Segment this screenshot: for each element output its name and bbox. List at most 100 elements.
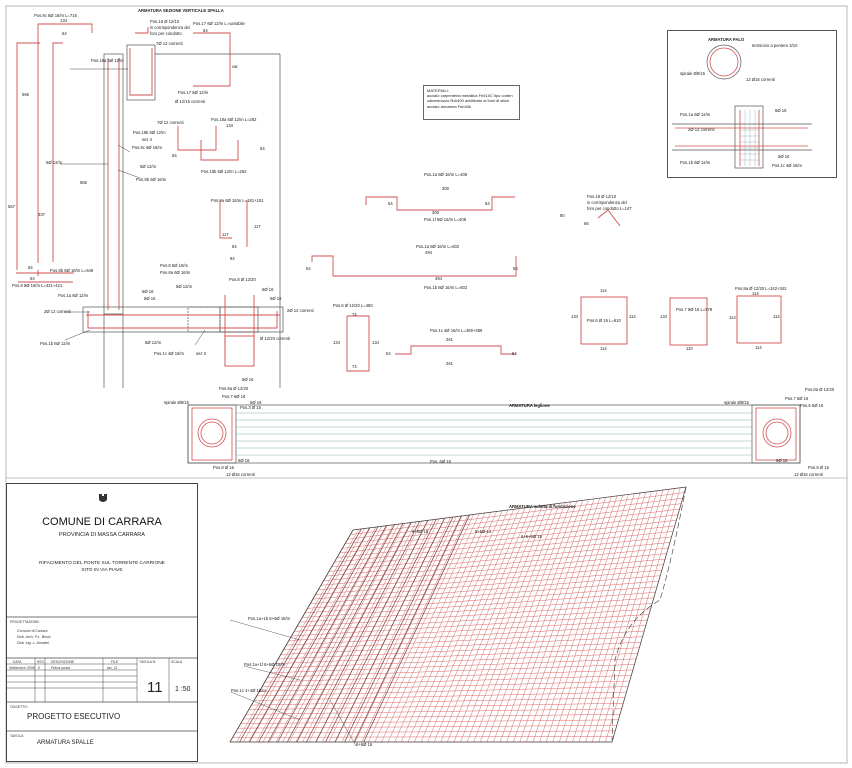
bar-label: Pos.3 Ø 16 (240, 405, 261, 410)
dimension-label: 54 (485, 201, 490, 206)
section-title-leglione: ARMATURA leglione (509, 403, 550, 408)
bar-label: Pos.5 Ø 12/20 L=480 (333, 303, 373, 308)
bar-label: Pos.8 Ø 16 (808, 465, 829, 470)
bar-label: Pos.9 6Ø 16/m L=421+421 (12, 283, 63, 288)
dimension-label: 114 (600, 346, 607, 351)
rebar-line (506, 498, 595, 743)
provincia-title: PROVINCIA DI MASSA CARRARA (59, 532, 145, 538)
rebar-line (592, 489, 670, 743)
dimension-label: 134 (660, 314, 667, 319)
rebar-line (249, 527, 371, 743)
dimension-label: 114 (629, 314, 636, 319)
bar-label: Pos.18b 6Ø 12/m L=262 (201, 169, 247, 174)
rebar-line (559, 492, 641, 743)
dimension-label: 110 (686, 346, 693, 351)
dimension-label: 300 (442, 186, 449, 191)
bar-label: 12 Ø16 correnti (226, 472, 255, 477)
bar-label: Pos.8a 6Ø 16/m (160, 270, 191, 275)
rebar-line (325, 519, 437, 743)
bar-label: Pos.1a 6Ø 12/m (58, 293, 89, 298)
rebar-line (363, 514, 470, 743)
rebar-line (242, 528, 365, 743)
dimension-label: 494 (425, 250, 432, 255)
bar-label: Pos.7 6Ø 16 (785, 396, 809, 401)
dimension-label: 66 (584, 221, 589, 226)
section-title-palo: ARMATURA PALO (708, 37, 745, 42)
rebar-line (407, 509, 509, 743)
dimension-label: 54 (306, 266, 311, 271)
section-title-sezione: ARMATURA SEZIONE VERTICALE SPALLA (138, 8, 224, 13)
materials-line: acciaio armatura Feb44k (427, 103, 472, 109)
dimension-label: 134 (333, 340, 340, 345)
bar-label: 6Ø 12/m (145, 340, 162, 345)
rebar-line (453, 504, 549, 743)
rebar-line (295, 522, 411, 743)
col-tavola: TAVOLA N. (139, 660, 157, 664)
progettazione-line: Dott. Ing. L. Amadei (17, 641, 49, 645)
rebar-line (447, 505, 543, 743)
rebar-line (353, 515, 462, 743)
rebar-line (381, 512, 486, 743)
dimension-label: 134 (571, 314, 578, 319)
materials-note: MATERIALI: acciaio carpenteria metallica… (423, 85, 520, 120)
bar-label: Pos.1c 4Ø 16/m (772, 163, 803, 168)
dimension-label: 54 (386, 351, 391, 356)
rebar-line (578, 490, 658, 743)
dimension-label: 114 (600, 288, 607, 293)
dimension-label: 84 (232, 244, 237, 249)
dimension-label: 494 (435, 276, 442, 281)
rebar-line (236, 529, 359, 743)
dimension-label: 84 (230, 256, 235, 261)
soletta-grid (229, 486, 687, 747)
rebar-line (239, 528, 362, 743)
bar-label: 7Ø 12 correnti (156, 41, 183, 46)
rebar-line (368, 514, 474, 743)
col-rev: REV. (37, 660, 45, 664)
dimension-label: 117 (254, 224, 261, 229)
cell-rev: 0 (38, 666, 40, 670)
rebar-line (466, 503, 560, 743)
bar-label: Pos.6 Ø 16 L=610 (587, 318, 621, 323)
bar-label: Pos.8 Ø 12/20 (229, 277, 256, 282)
rebar-line (605, 487, 681, 743)
bar-label: foro per condotto (150, 31, 182, 36)
bar-label: 6Ø 16 (142, 289, 154, 294)
bar-label: 6Ø 16 (262, 287, 274, 292)
rebar-line (427, 507, 526, 743)
bar-label: 6Ø 16 (270, 296, 282, 301)
col-file: FILE (111, 660, 119, 664)
bar-label: Pos.18a 6Ø 12/m (91, 58, 124, 63)
rebar-line (258, 526, 379, 743)
rebar-line (552, 493, 635, 743)
bar-label: Pos.1b 8Ø 16/m L=602 (424, 285, 468, 290)
bar-label: Pos.8a Ø 12/20 (219, 386, 249, 391)
rebar-line (572, 491, 652, 743)
dimension-label: 64 (203, 28, 208, 33)
bar-label: Pos.1f 8Ø 16/m L=408 (424, 217, 467, 222)
bar-label: 6Ø 16 (250, 400, 262, 405)
rebar-line (267, 525, 387, 743)
bar-label: Pos.1b 6Ø 12/m (680, 160, 711, 165)
rebar-line (473, 502, 566, 743)
dimension-label: 134 (372, 340, 379, 345)
rebar-line (277, 524, 395, 743)
bar-label: Pos.1a+1b 6+6Ø 16/m (248, 616, 291, 621)
project-title-line: RIFACIMENTO DEL PONTE SUL TORRENTE CARRI… (39, 561, 165, 566)
rebar-line (289, 523, 405, 743)
bar-label: 6Ø 16 (776, 458, 788, 463)
bar-label: Pos.1a 6Ø 12/m (680, 112, 711, 117)
bar-label: Pos.1a+1f 6+6Ø 16/m (244, 662, 285, 667)
dimension-label: 114 (729, 315, 736, 320)
bar-label: 6+6Ø 16 (356, 742, 373, 747)
dimension-label: 80 (560, 213, 565, 218)
bar-label: Pos.18a 6Ø 12/m L=262 (211, 117, 257, 122)
bar-label: Ø 12/20 correnti (260, 336, 291, 341)
rebar-line (486, 500, 578, 743)
dimension-label: 566 (22, 92, 29, 97)
dimension-label: 134 (60, 18, 67, 23)
materials-title: MATERIALI: (427, 88, 449, 93)
bar-label: 6+6Ø 16 (412, 529, 429, 534)
rebar-line (334, 518, 445, 743)
